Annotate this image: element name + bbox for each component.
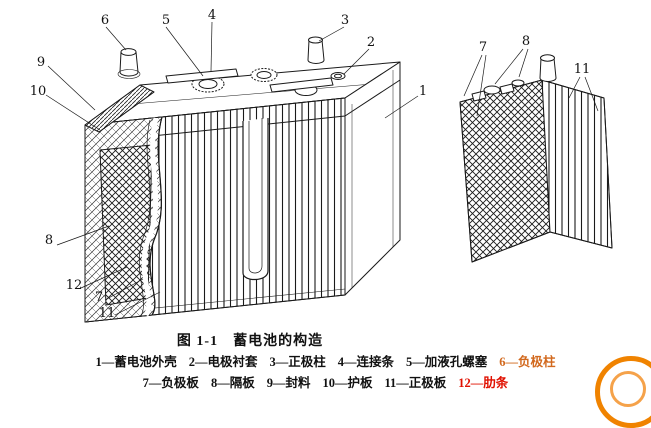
figure-area: 6 5 4 3 2 9 10 1 8 12 7 11 7 8 11 图 1-1 … bbox=[0, 8, 651, 428]
legend-item-10: 10—护板 bbox=[322, 376, 373, 390]
legend-item-4: 4—连接条 bbox=[337, 355, 395, 369]
legend-item-2: 2—电极衬套 bbox=[188, 355, 258, 369]
plate-group-rib-face bbox=[541, 79, 613, 249]
terminal-post-negative-base bbox=[117, 69, 141, 79]
leader-6 bbox=[105, 26, 127, 51]
plate-group-cap-2 bbox=[511, 79, 525, 87]
cutaway-wall-gap bbox=[141, 117, 159, 317]
legend-item-9: 9—封料 bbox=[266, 376, 311, 390]
plate-group-outline bbox=[459, 97, 613, 263]
leader-r7-b bbox=[476, 54, 487, 117]
strap-loop-inner bbox=[248, 118, 263, 274]
cutaway-edge-inner bbox=[139, 119, 151, 317]
leader-8 bbox=[56, 225, 110, 246]
leader-7 bbox=[104, 278, 144, 301]
leader-2 bbox=[343, 48, 370, 75]
vent-cap-2-inner bbox=[256, 71, 272, 79]
leader-1 bbox=[384, 95, 419, 119]
electrode-bushing-inner bbox=[334, 73, 342, 79]
legend-item-7: 7—负极板 bbox=[142, 376, 199, 390]
leader-3 bbox=[318, 26, 345, 42]
leader-9 bbox=[47, 65, 96, 111]
leader-r7-a bbox=[463, 54, 483, 97]
battery-diagram: 6 5 4 3 2 9 10 1 8 12 7 11 7 8 11 bbox=[30, 8, 613, 323]
protective-plate-edge bbox=[98, 91, 155, 133]
figure-legend-line1: 1—蓄电池外壳 2—电极衬套 3—正极柱 4—连接条 5—加液孔螺塞 6—负极柱 bbox=[0, 351, 651, 370]
plate-group-post-top bbox=[540, 54, 555, 62]
plate-group-drawing bbox=[459, 54, 613, 263]
leader-4 bbox=[210, 21, 213, 72]
leader-r8-a bbox=[494, 48, 524, 85]
callout-4: 4 bbox=[208, 8, 216, 23]
leader-r11-a bbox=[568, 76, 581, 99]
callout-r7: 7 bbox=[479, 40, 487, 55]
watermark-logo-inner bbox=[610, 371, 646, 407]
legend-item-12: 12—肋条 bbox=[458, 376, 509, 390]
legend-item-6: 6—负极柱 bbox=[499, 355, 556, 369]
vent-cap-1-inner bbox=[198, 79, 218, 89]
callout-7: 7 bbox=[95, 290, 103, 305]
legend-item-3: 3—正极柱 bbox=[269, 355, 326, 369]
callout-5: 5 bbox=[162, 13, 170, 28]
figure-legend-line2: 7—负极板 8—隔板 9—封料 10—护板 11—正极板 12—肋条 bbox=[0, 372, 651, 391]
plate-group-cap-1 bbox=[483, 85, 501, 95]
legend-item-5: 5—加液孔螺塞 bbox=[406, 355, 488, 369]
figure-caption: 图 1-1 蓄电池的构造 bbox=[176, 334, 324, 349]
terminal-post-negative-top bbox=[120, 48, 137, 56]
callout-r11: 11 bbox=[574, 62, 591, 77]
plate-group-grid-face bbox=[459, 79, 551, 263]
connector-strap-1 bbox=[165, 68, 239, 84]
cutaway-edge-outer bbox=[149, 116, 163, 316]
callout-6: 6 bbox=[101, 13, 109, 28]
callout-11: 11 bbox=[99, 306, 116, 321]
leader-10 bbox=[45, 94, 101, 131]
callout-numbers: 6 5 4 3 2 9 10 1 8 12 7 11 7 8 11 bbox=[30, 8, 591, 321]
connector-strap-2 bbox=[269, 77, 334, 93]
callout-r8: 8 bbox=[522, 34, 530, 49]
battery-right-face-lines bbox=[351, 70, 394, 288]
watermark-logo bbox=[595, 356, 651, 428]
terminal-post-positive bbox=[307, 39, 325, 64]
leader-11 bbox=[114, 291, 161, 316]
plate-lug-2 bbox=[499, 83, 515, 95]
plate-lug-1 bbox=[471, 90, 487, 102]
callout-1: 1 bbox=[419, 84, 427, 99]
callout-8: 8 bbox=[45, 233, 53, 248]
callout-9: 9 bbox=[37, 55, 45, 70]
callout-2: 2 bbox=[367, 35, 375, 50]
terminal-post-positive-top bbox=[308, 36, 323, 44]
legend-item-8: 8—隔板 bbox=[210, 376, 255, 390]
leader-lines bbox=[45, 21, 599, 316]
leader-12 bbox=[80, 266, 128, 289]
callout-10: 10 bbox=[30, 84, 47, 99]
main-battery-drawing bbox=[84, 36, 401, 323]
battery-right-face bbox=[344, 61, 401, 296]
callout-3: 3 bbox=[341, 13, 349, 28]
leader-r11-b bbox=[584, 76, 599, 112]
plate-group-post bbox=[539, 57, 557, 82]
leader-r8-b bbox=[518, 48, 529, 78]
callout-12: 12 bbox=[66, 278, 83, 293]
legend-item-1: 1—蓄电池外壳 bbox=[95, 355, 177, 369]
leader-5 bbox=[165, 26, 204, 77]
battery-top-face-seam bbox=[119, 83, 373, 106]
strap-loop-outer bbox=[242, 118, 269, 281]
legend-item-11: 11—正极板 bbox=[384, 376, 447, 390]
